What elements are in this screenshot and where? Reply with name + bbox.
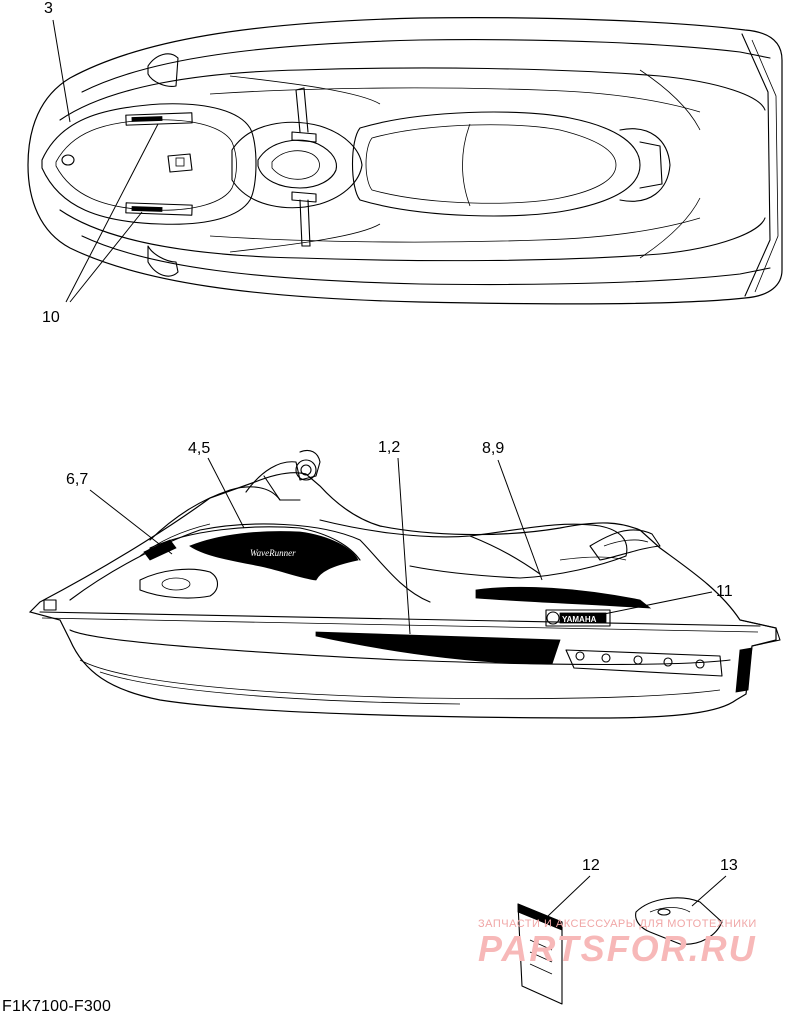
callout-3: 3 bbox=[44, 0, 53, 17]
callout-10: 10 bbox=[42, 309, 60, 326]
diagram-code: F1K7100-F300 bbox=[2, 998, 112, 1015]
watermark-site: PARTSFOR.RU bbox=[478, 928, 757, 969]
part-13-cover bbox=[635, 897, 723, 945]
callout-6-7: 6,7 bbox=[66, 471, 88, 488]
yamaha-logo: YAMAHA bbox=[562, 615, 597, 624]
callout-1-2: 1,2 bbox=[378, 439, 400, 456]
callout-8-9: 8,9 bbox=[482, 440, 504, 457]
callout-12: 12 bbox=[582, 857, 600, 874]
part-12-card bbox=[517, 903, 563, 1005]
callout-11: 11 bbox=[716, 583, 733, 600]
callout-13: 13 bbox=[720, 857, 738, 874]
watermark-subtitle: ЗАПЧАСТИ И АКСЕССУАРЫ ДЛЯ МОТОТЕХНИКИ bbox=[478, 918, 757, 930]
top-view-watercraft bbox=[27, 17, 783, 305]
waverunner-logo: WaveRunner bbox=[250, 548, 296, 558]
callout-4-5: 4,5 bbox=[188, 440, 210, 457]
watermark: ЗАПЧАСТИ И АКСЕССУАРЫ ДЛЯ МОТОТЕХНИКИ PA… bbox=[478, 918, 778, 970]
side-view-watercraft: WaveRunner YAMAHA bbox=[28, 449, 781, 719]
